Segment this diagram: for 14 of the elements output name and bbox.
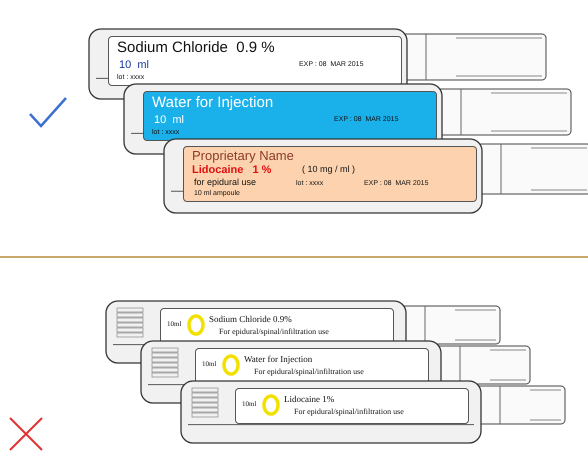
route-text: For epidural/spinal/infiltration use [219, 328, 329, 337]
volume-text: 10 ml [154, 114, 184, 126]
volume-text: 10 ml [119, 59, 149, 72]
drug-name: Sodium Chloride 0.9% [209, 315, 292, 325]
route-text: for epidural use [194, 178, 256, 188]
route-text: For epidural/spinal/infiltration use [254, 368, 364, 377]
drug-name: Water for Injection [152, 95, 274, 112]
drug-name: Water for Injection [244, 355, 312, 365]
drug-name: Lidocaine 1% [284, 395, 334, 405]
drug-name: Sodium Chloride 0.9 % [117, 40, 275, 56]
concentration-text: ( 10 mg / ml ) [302, 165, 356, 175]
brand-placeholder-text: Proprietary Name [192, 149, 294, 164]
route-text: For epidural/spinal/infiltration use [294, 408, 404, 417]
drug-name: Lidocaine 1 % [192, 164, 272, 176]
